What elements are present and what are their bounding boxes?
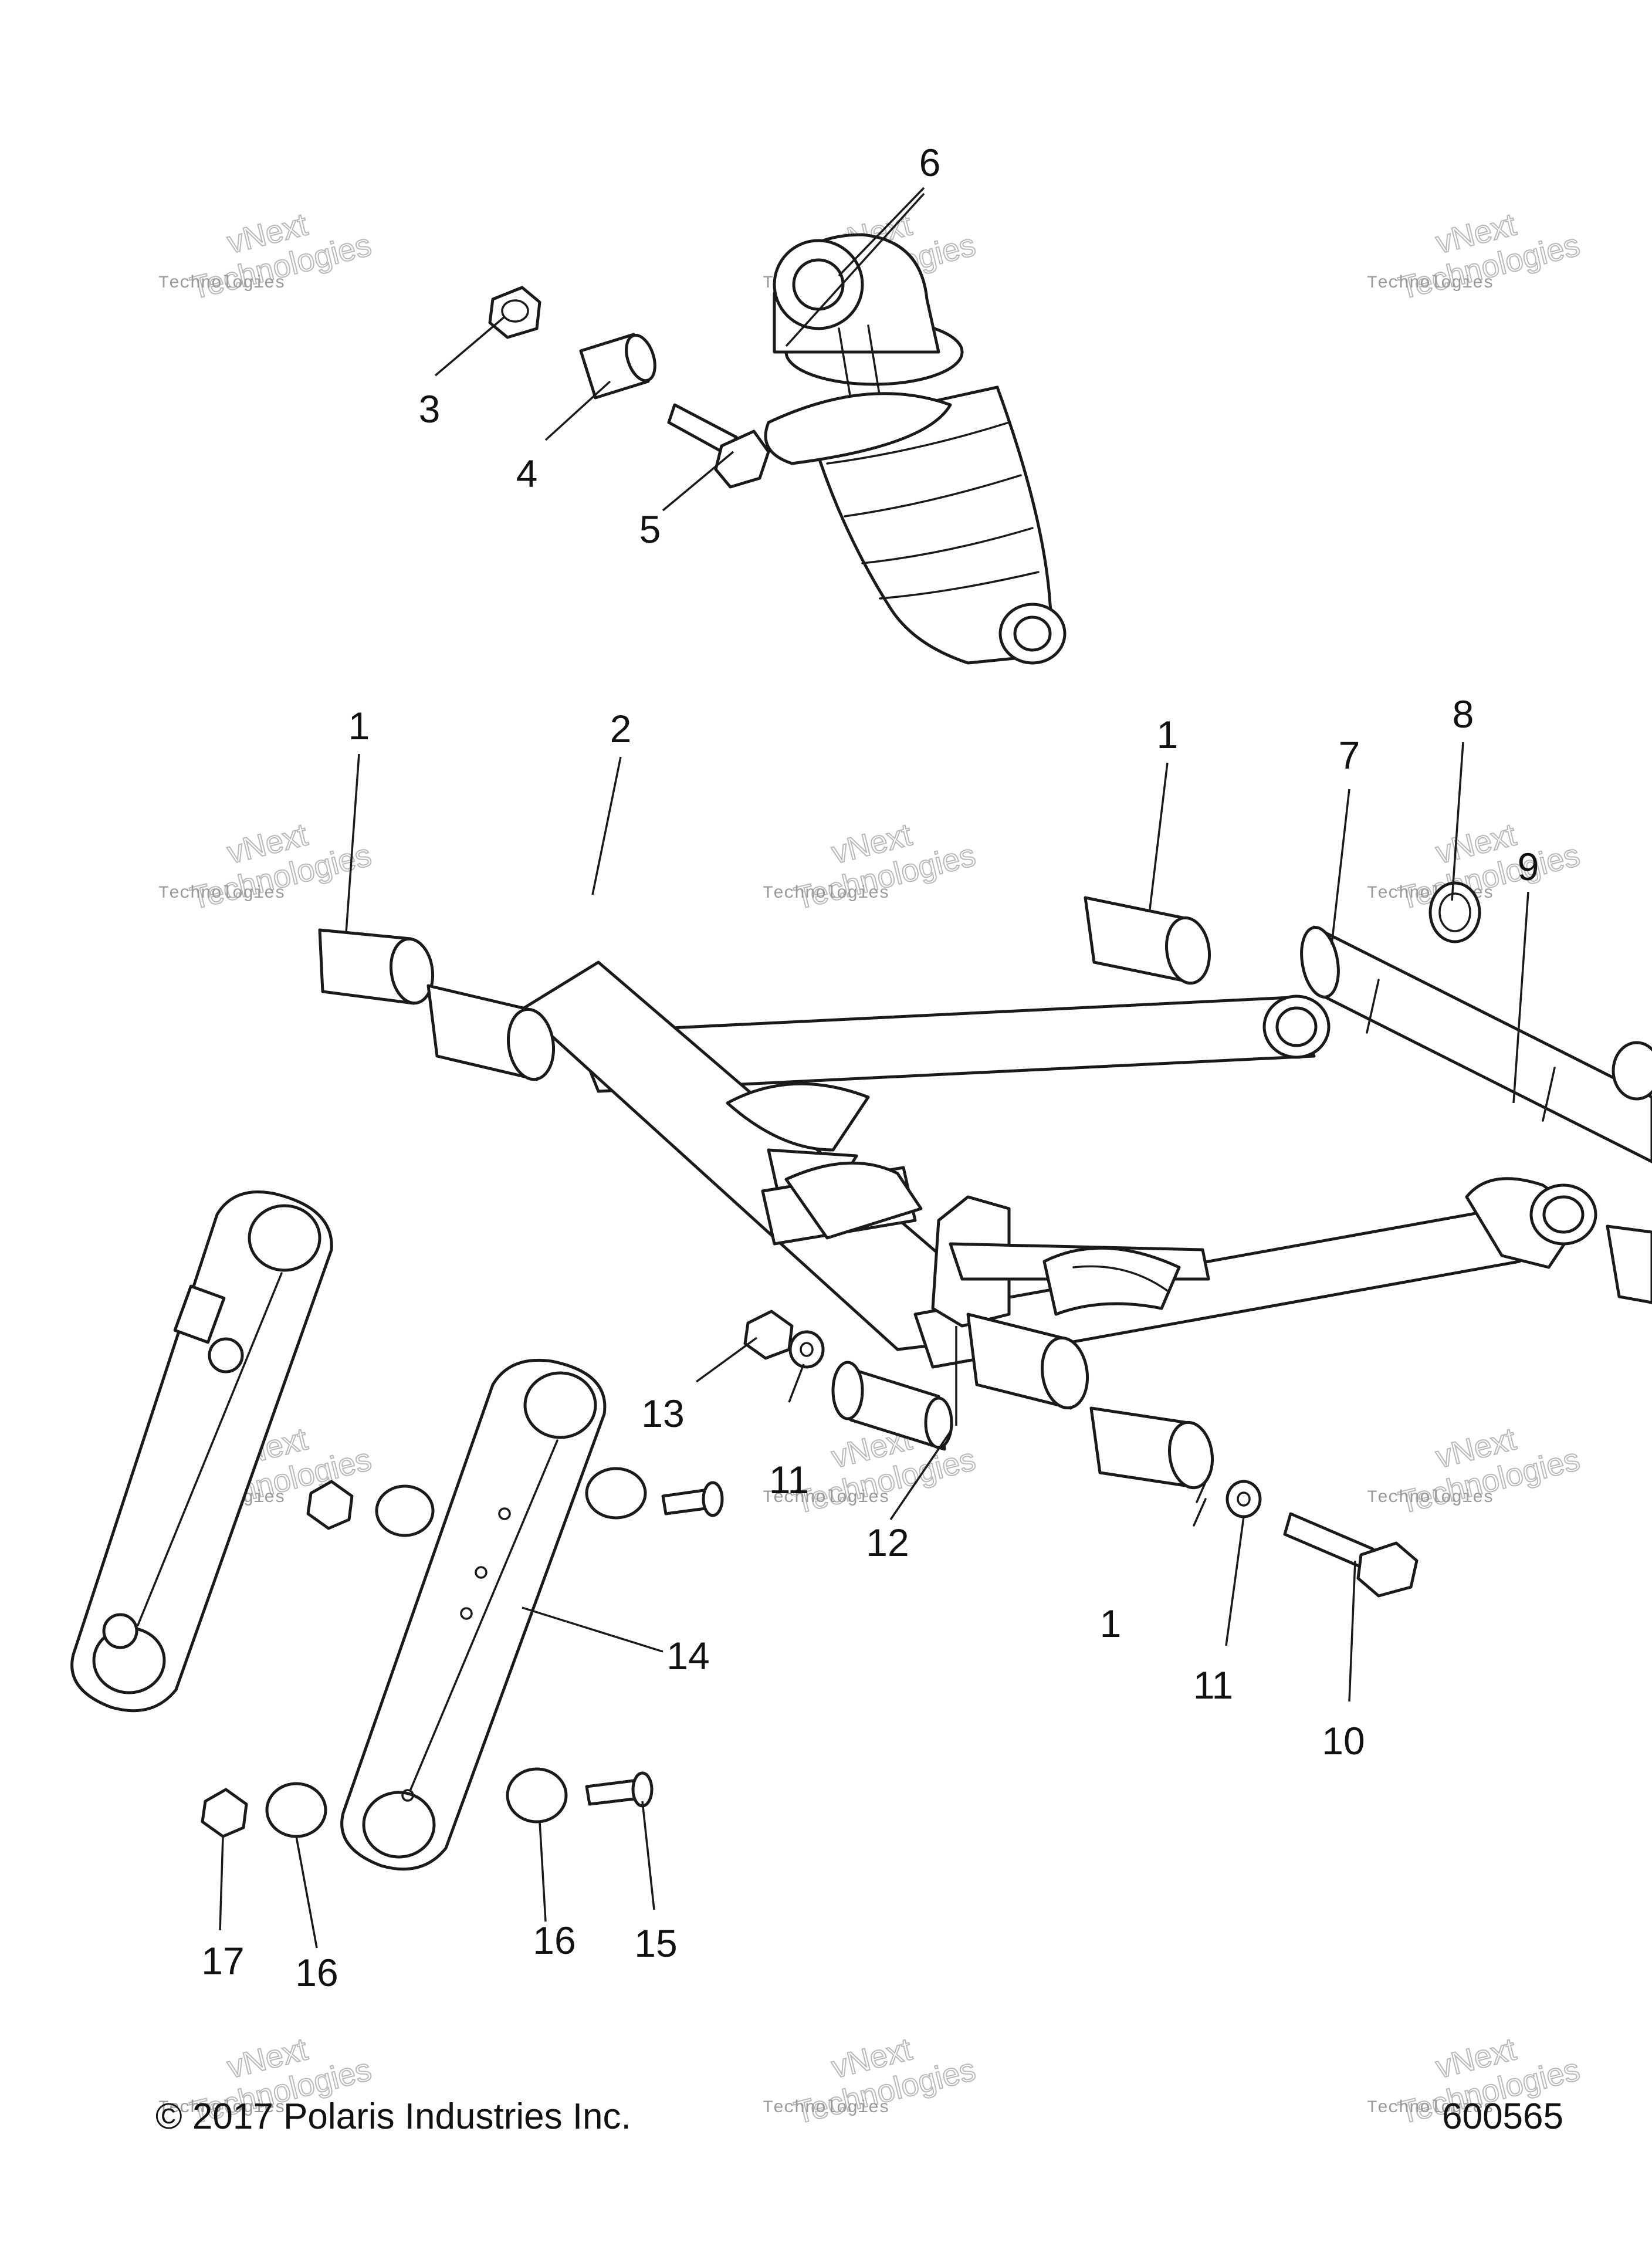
bushing-1b bbox=[1084, 896, 1211, 985]
washer-11b bbox=[1226, 1480, 1262, 1518]
callout-7: 7 bbox=[1339, 733, 1360, 777]
callout-15: 15 bbox=[634, 1922, 677, 1965]
flange-nut-3 bbox=[488, 286, 541, 339]
bolt-10 bbox=[1283, 1512, 1419, 1598]
link-14 bbox=[340, 1358, 607, 1871]
bushing-1a bbox=[318, 928, 434, 1005]
watermark-text: Technologies bbox=[158, 884, 285, 904]
tube-bushing-lower bbox=[966, 1312, 1089, 1410]
callout-4: 4 bbox=[516, 452, 538, 495]
watermark-11: Technologies Technologies vNext bbox=[763, 2031, 980, 2131]
nut-13 bbox=[743, 1310, 794, 1360]
watermark-text: Technologies bbox=[763, 1488, 889, 1508]
watermark-text: Technologies bbox=[158, 273, 285, 293]
callout-10: 10 bbox=[1322, 1719, 1365, 1763]
callout-16: 16 bbox=[295, 1951, 338, 1994]
callout-2: 2 bbox=[610, 707, 632, 750]
tube-right-lower bbox=[1606, 1224, 1652, 1304]
callout-1: 1 bbox=[1100, 1602, 1122, 1645]
shock-absorber bbox=[764, 233, 1067, 665]
watermark-4: Technologies Technologies vNext bbox=[158, 816, 375, 916]
washer-11a bbox=[788, 1330, 825, 1369]
watermark-5: Technologies Technologies vNext bbox=[763, 816, 980, 916]
callout-11: 11 bbox=[1193, 1663, 1234, 1707]
washer-8 bbox=[1428, 881, 1481, 943]
callout-labels: 1 2 1 7 8 9 6 3 4 5 13 11 12 1 11 10 14 … bbox=[201, 141, 1539, 1994]
callout-6: 6 bbox=[919, 141, 941, 184]
link-hardware bbox=[201, 1467, 724, 1838]
leader-lines bbox=[219, 187, 1529, 1948]
tube-bushing-upper bbox=[426, 984, 556, 1081]
bushing-1c bbox=[1089, 1406, 1214, 1490]
copyright-notice: © 2017 Polaris Industries Inc. bbox=[155, 2096, 631, 2137]
watermark-text: Technologies bbox=[1367, 2098, 1494, 2118]
callout-9: 9 bbox=[1518, 845, 1539, 888]
callout-17: 17 bbox=[201, 1939, 244, 1983]
figure-number: 600565 bbox=[1442, 2096, 1563, 2137]
washer-right bbox=[1612, 1041, 1652, 1101]
watermark-text: Technologies bbox=[1367, 273, 1494, 293]
callout-12: 12 bbox=[866, 1521, 909, 1564]
a-arm-assembly bbox=[520, 960, 1597, 1369]
callout-1: 1 bbox=[1157, 713, 1179, 756]
watermark-1: Technologies Technologies vNext bbox=[158, 206, 375, 306]
callout-8: 8 bbox=[1453, 692, 1474, 736]
callout-3: 3 bbox=[419, 387, 441, 431]
callout-16: 16 bbox=[533, 1919, 576, 1962]
callout-5: 5 bbox=[639, 508, 661, 551]
watermark-text: Technologies bbox=[158, 2098, 285, 2118]
link-left bbox=[70, 1190, 333, 1713]
callout-14: 14 bbox=[666, 1634, 709, 1677]
bolt-5 bbox=[667, 403, 770, 489]
bushing-12 bbox=[831, 1361, 953, 1451]
callout-11: 11 bbox=[769, 1458, 810, 1501]
pivot-shaft-7-9 bbox=[1300, 925, 1652, 1163]
watermark-3: Technologies Technologies vNext bbox=[1367, 206, 1584, 306]
watermark-9: Technologies Technologies vNext bbox=[1367, 1420, 1584, 1521]
spacer-4 bbox=[579, 333, 656, 400]
watermark-text: Technologies bbox=[1367, 1488, 1494, 1508]
callout-1: 1 bbox=[348, 704, 370, 747]
callout-13: 13 bbox=[641, 1392, 684, 1435]
watermark-text: Technologies bbox=[763, 884, 889, 904]
watermark-text: Technologies bbox=[763, 2098, 889, 2118]
